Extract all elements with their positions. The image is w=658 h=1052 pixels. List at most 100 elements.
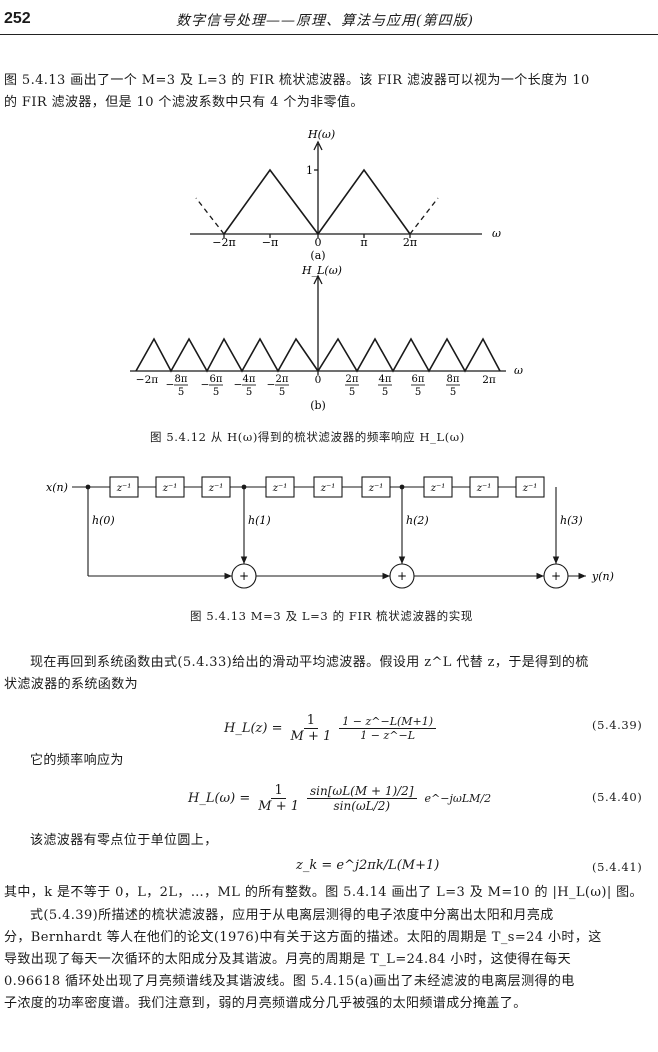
fig-b-xtick-label: −2π — [136, 374, 158, 386]
coeff-label: h(2) — [406, 514, 429, 527]
equation-5-4-41: z_k = e^j2πk/L(M+1) — [296, 858, 440, 873]
figure-5-4-12-caption: 图 5.4.12 从 H(ω)得到的梳状滤波器的频率响应 H_L(ω) — [150, 430, 465, 444]
delay-box: z⁻¹ — [515, 476, 545, 498]
eq540-lhs: H_L(ω) = — [188, 790, 251, 806]
equation-5-4-39: H_L(z) = 1 M + 1 1 − z^−L(M+1) 1 − z^−L — [224, 708, 437, 748]
fig-b-frac-tick-label: −8π5 — [166, 374, 188, 398]
delay-box: z⁻¹ — [469, 476, 499, 498]
delay-label: z⁻¹ — [320, 483, 336, 494]
eq540-frac1-num: 1 — [271, 783, 286, 799]
fig-b-frac-num: 2π — [346, 374, 359, 385]
fig-b-frac-num: 8π — [447, 374, 460, 385]
eq540-frac1: 1 M + 1 — [258, 783, 299, 814]
delay-box-rect — [515, 476, 545, 498]
fig-b-frac-den: 5 — [450, 387, 456, 398]
figure-5-4-13-caption: 图 5.4.13 M=3 及 L=3 的 FIR 梳状滤波器的实现 — [190, 609, 473, 623]
fig-b-xaxis-label: ω — [514, 364, 523, 377]
fig-a-xtick-label: −2π — [212, 236, 235, 249]
eq541-number: (5.4.41) — [592, 860, 643, 874]
fig-b-frac-den: 5 — [382, 387, 388, 398]
delay-box: z⁻¹ — [313, 476, 343, 498]
intro-line-2: 的 FIR 滤波器，但是 10 个滤波系数中只有 4 个为非零值。 — [4, 95, 364, 110]
fig-b-frac-num: 4π — [379, 374, 392, 385]
fig-b-xtick-label: 0 — [315, 374, 322, 386]
fig-b-frac-num: 6π — [412, 374, 425, 385]
p1-line-2: 状滤波器的系统函数为 — [4, 677, 139, 692]
p4-line-1: 其中，k 是不等于 0，L，2L，…，ML 的所有整数。图 5.4.14 画出了… — [4, 885, 643, 900]
eq539-frac1: 1 M + 1 — [291, 713, 332, 744]
output-label: y(n) — [591, 570, 614, 583]
delay-box: z⁻¹ — [201, 476, 231, 498]
delay-box-rect — [155, 476, 185, 498]
fig-b-frac-den: 5 — [178, 387, 184, 398]
fig-b-frac-tick-label: 8π5 — [446, 374, 460, 398]
fig-a-xtick-label: 0 — [315, 236, 322, 249]
fig-a-xtick-label: −π — [262, 236, 278, 249]
delay-box: z⁻¹ — [109, 476, 139, 498]
fig-b-frac-den: 5 — [213, 387, 219, 398]
running-title: 数字信号处理——原理、算法与应用(第四版) — [176, 13, 474, 29]
delay-box-rect — [423, 476, 453, 498]
fig-b-frac-tick-label: −6π5 — [201, 374, 223, 398]
fig-b-xtick-label: 2π — [482, 374, 496, 386]
delay-box-rect — [313, 476, 343, 498]
fig-b-frac-sign: − — [201, 379, 210, 391]
coeff-label: h(1) — [248, 514, 271, 527]
eq540-tail: e^−jωLM/2 — [424, 791, 492, 805]
fig-b-ylabel: H_L(ω) — [301, 264, 342, 277]
p3: 该滤波器有零点位于单位圆上， — [30, 833, 218, 848]
eq540-frac1-den: M + 1 — [258, 798, 299, 814]
fig-b-frac-tick-label: 6π5 — [411, 374, 425, 398]
eq539-frac1-den: M + 1 — [290, 728, 332, 744]
eq539-frac2-den: 1 − z^−L — [360, 728, 416, 742]
coeff-label: h(3) — [560, 514, 583, 527]
eq539-frac2: 1 − z^−L(M+1) 1 − z^−L — [339, 715, 437, 742]
adder-3 — [543, 563, 569, 589]
delay-label: z⁻¹ — [522, 483, 538, 494]
fig-b-frac-den: 5 — [279, 387, 285, 398]
fig-b-frac-num: 2π — [276, 374, 289, 385]
p5-line-3: 导致出现了每天一次循环的太阳成分及其谐波。月亮的周期是 T_L=24.84 小时… — [4, 952, 571, 967]
delay-label: z⁻¹ — [476, 483, 492, 494]
fig-b-frac-num: 4π — [243, 374, 256, 385]
fig-a-right-dashed — [409, 197, 439, 235]
equation-5-4-40: H_L(ω) = 1 M + 1 sin[ωL(M + 1)/2] sin(ωL… — [188, 778, 491, 818]
fig-b-frac-den: 5 — [349, 387, 355, 398]
fig-a-ylabel: H(ω) — [307, 128, 335, 141]
delay-label: z⁻¹ — [430, 483, 446, 494]
fig-a-xtick-label: π — [360, 236, 367, 249]
eq540-frac2-den: sin(ωL/2) — [333, 798, 391, 813]
fig-a-xaxis-label: ω — [492, 227, 501, 240]
p5-line-1: 式(5.4.39)所描述的梳状滤波器，应用于从电离层测得的电子浓度中分离出太阳和… — [30, 908, 554, 923]
fig-a-y-arrow — [313, 140, 323, 151]
fig-b-frac-sign: − — [234, 379, 243, 391]
fig-b-frac-den: 5 — [246, 387, 252, 398]
fig-a-sublabel: (a) — [310, 249, 325, 262]
fig-b-frac-num: 8π — [175, 374, 188, 385]
delay-box-rect — [265, 476, 295, 498]
adder-symbol: + — [551, 569, 561, 583]
adder-2 — [389, 563, 415, 589]
eq539-number: (5.4.39) — [592, 718, 643, 732]
fig-a-response — [223, 168, 411, 236]
node-dot — [85, 484, 91, 490]
delay-box: z⁻¹ — [155, 476, 185, 498]
p5-line-2: 分，Bernhardt 等人在他们的论文(1976)中有关于这方面的描述。太阳的… — [4, 930, 602, 945]
p5-line-4: 0.96618 循环处出现了月亮频谱线及其谐波线。图 5.4.15(a)画出了未… — [4, 974, 575, 989]
eq540-frac2-num: sin[ωL(M + 1)/2] — [307, 784, 417, 799]
eq540-number: (5.4.40) — [592, 790, 643, 804]
fig-a-ytick-label: 1 — [306, 164, 313, 177]
eq539-frac2-num: 1 − z^−L(M+1) — [339, 715, 437, 729]
p5-line-5: 子浓度的功率密度谱。我们注意到，弱的月亮频谱成分几乎被强的太阳频谱成分掩盖了。 — [4, 996, 527, 1011]
delay-label: z⁻¹ — [208, 483, 224, 494]
adder-1 — [231, 563, 257, 589]
fig-b-response — [135, 337, 501, 373]
delay-box-rect — [109, 476, 139, 498]
adder-symbol: + — [239, 569, 249, 583]
fig-b-sublabel: (b) — [310, 399, 326, 412]
input-label: x(n) — [46, 481, 68, 494]
delay-box-rect — [361, 476, 391, 498]
fig-b-frac-sign: − — [267, 379, 276, 391]
